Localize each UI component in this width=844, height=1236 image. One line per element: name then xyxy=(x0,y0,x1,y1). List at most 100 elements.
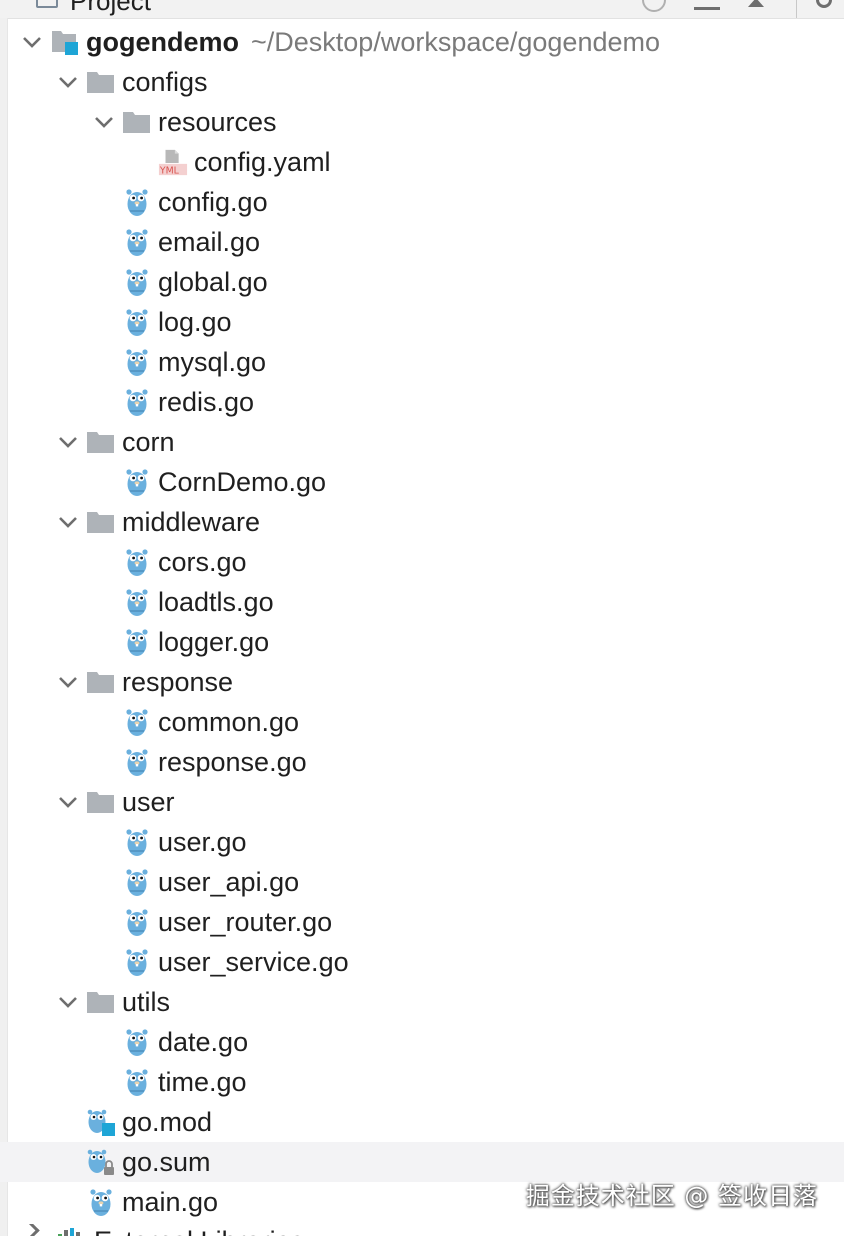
gopher-file-icon xyxy=(122,262,152,302)
tree-file[interactable]: date.go xyxy=(0,1022,844,1062)
tree-item-label: redis.go xyxy=(158,387,255,417)
gopher-file-icon xyxy=(122,222,152,262)
tree-item-label: email.go xyxy=(158,227,261,257)
tree-item-label: middleware xyxy=(122,507,261,537)
tree-item-label: common.go xyxy=(158,707,300,737)
options-icon[interactable] xyxy=(748,0,764,7)
tree-item-label: user.go xyxy=(158,827,247,857)
tree-item-label: configs xyxy=(122,67,208,97)
chevron-down-icon[interactable] xyxy=(50,782,86,822)
libraries-icon xyxy=(58,1228,82,1236)
folder-icon xyxy=(86,422,116,462)
tree-file[interactable]: cors.go xyxy=(0,542,844,582)
folder-icon xyxy=(86,62,116,102)
tree-item-label: CornDemo.go xyxy=(158,467,327,497)
tree-item-label: cors.go xyxy=(158,547,247,577)
tree-item-label: main.go xyxy=(122,1187,219,1217)
folder-icon xyxy=(122,102,152,142)
tree-item-label: go.mod xyxy=(122,1107,213,1137)
tree-file[interactable]: YML config.yaml xyxy=(0,142,844,182)
toolbar-divider xyxy=(796,0,797,18)
tree-folder[interactable]: response xyxy=(0,662,844,702)
folder-icon xyxy=(86,662,116,702)
tree-file[interactable]: CornDemo.go xyxy=(0,462,844,502)
gopher-file-icon xyxy=(122,742,152,782)
chevron-down-icon[interactable] xyxy=(50,662,86,702)
left-gutter xyxy=(0,18,8,1236)
collapse-all-icon[interactable] xyxy=(694,0,720,10)
gopher-file-icon xyxy=(122,1022,152,1062)
tree-item-label: log.go xyxy=(158,307,232,337)
tree-item-label: response.go xyxy=(158,747,307,777)
svg-text:YML: YML xyxy=(159,165,180,176)
tree-file[interactable]: mysql.go xyxy=(0,342,844,382)
gopher-file-icon xyxy=(122,822,152,862)
tree-item-label: loadtls.go xyxy=(158,587,274,617)
root-name: gogendemo xyxy=(86,27,239,57)
gopher-file-icon xyxy=(122,862,152,902)
tree-file[interactable]: log.go xyxy=(0,302,844,342)
gopher-file-icon xyxy=(86,1182,116,1222)
project-tree[interactable]: gogendemo ~/Desktop/workspace/gogendemo … xyxy=(0,22,844,1222)
gopher-file-icon xyxy=(122,902,152,942)
tree-root[interactable]: gogendemo ~/Desktop/workspace/gogendemo xyxy=(0,22,844,62)
locate-icon[interactable] xyxy=(642,0,666,12)
tree-file[interactable]: common.go xyxy=(0,702,844,742)
tree-file[interactable]: user_router.go xyxy=(0,902,844,942)
tree-file[interactable]: go.mod xyxy=(0,1102,844,1142)
chevron-down-icon[interactable] xyxy=(14,22,50,62)
chevron-right-icon[interactable] xyxy=(21,1224,40,1236)
tree-item-label: config.yaml xyxy=(194,147,331,177)
tree-item-external-libraries[interactable]: External Libraries xyxy=(0,1224,844,1236)
gopher-file-icon xyxy=(122,702,152,742)
gopher-file-icon xyxy=(122,622,152,662)
chevron-down-icon[interactable] xyxy=(86,102,122,142)
folder-icon xyxy=(86,982,116,1022)
tree-item-label: logger.go xyxy=(158,627,270,657)
tree-file[interactable]: user_api.go xyxy=(0,862,844,902)
tree-item-label: user_api.go xyxy=(158,867,300,897)
tree-item-label: go.sum xyxy=(122,1147,211,1177)
tree-folder[interactable]: configs xyxy=(0,62,844,102)
tree-file[interactable]: redis.go xyxy=(0,382,844,422)
gopher-file-icon xyxy=(122,462,152,502)
tree-item-label: External Libraries xyxy=(94,1228,304,1236)
tree-item-label: config.go xyxy=(158,187,268,217)
tree-file[interactable]: main.go xyxy=(0,1182,844,1222)
go-sum-icon xyxy=(86,1142,116,1182)
tree-file[interactable]: loadtls.go xyxy=(0,582,844,622)
tree-file[interactable]: global.go xyxy=(0,262,844,302)
chevron-down-icon[interactable] xyxy=(50,982,86,1022)
tree-folder[interactable]: middleware xyxy=(0,502,844,542)
gopher-file-icon xyxy=(122,1062,152,1102)
gopher-file-icon xyxy=(122,382,152,422)
tree-item-label: user_service.go xyxy=(158,947,349,977)
chevron-down-icon[interactable] xyxy=(50,62,86,102)
tree-file[interactable]: user_service.go xyxy=(0,942,844,982)
tree-item-label: resources xyxy=(158,107,277,137)
chevron-down-icon[interactable] xyxy=(50,422,86,462)
tree-file[interactable]: time.go xyxy=(0,1062,844,1102)
gopher-file-icon xyxy=(122,182,152,222)
tree-folder[interactable]: utils xyxy=(0,982,844,1022)
tree-folder[interactable]: corn xyxy=(0,422,844,462)
gopher-file-icon xyxy=(122,942,152,982)
tree-item-label: global.go xyxy=(158,267,268,297)
project-window-icon xyxy=(36,0,58,8)
watermark: 掘金技术社区 @ 签收日落 xyxy=(525,1182,818,1210)
tree-file[interactable]: response.go xyxy=(0,742,844,782)
tree-file[interactable]: go.sum xyxy=(0,1142,844,1182)
gear-icon[interactable] xyxy=(816,0,832,8)
tree-item-label: corn xyxy=(122,427,175,457)
tree-file[interactable]: email.go xyxy=(0,222,844,262)
root-path: ~/Desktop/workspace/gogendemo xyxy=(251,27,660,57)
tree-file[interactable]: user.go xyxy=(0,822,844,862)
tree-folder[interactable]: resources xyxy=(0,102,844,142)
tree-file[interactable]: config.go xyxy=(0,182,844,222)
yaml-file-icon: YML xyxy=(158,142,188,182)
tree-file[interactable]: logger.go xyxy=(0,622,844,662)
tree-folder[interactable]: user xyxy=(0,782,844,822)
tree-item-label: utils xyxy=(122,987,171,1017)
chevron-down-icon[interactable] xyxy=(50,502,86,542)
tree-item-label: mysql.go xyxy=(158,347,267,377)
